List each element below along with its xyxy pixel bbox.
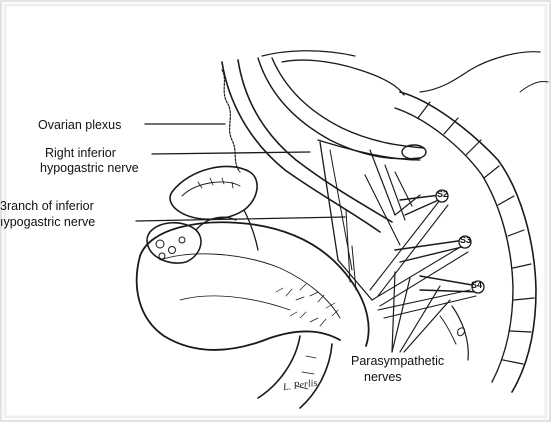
segment-label-s2: S2: [437, 189, 448, 199]
segment-label-s3: S3: [460, 235, 471, 245]
label-branch-line1: 3ranch of inferior: [0, 199, 94, 214]
label-parasympathetic-line2: nerves: [364, 370, 402, 385]
label-parasympathetic-line1: Parasympathetic: [351, 354, 444, 369]
label-right-inferior-line1: Right inferior: [45, 146, 116, 161]
label-ovarian-plexus: Ovarian plexus: [38, 118, 121, 133]
segment-label-s4: S4: [471, 280, 482, 290]
label-right-inferior-line2: hypogastric nerve: [40, 161, 139, 176]
label-branch-line2: ıypogastric nerve: [0, 215, 95, 230]
